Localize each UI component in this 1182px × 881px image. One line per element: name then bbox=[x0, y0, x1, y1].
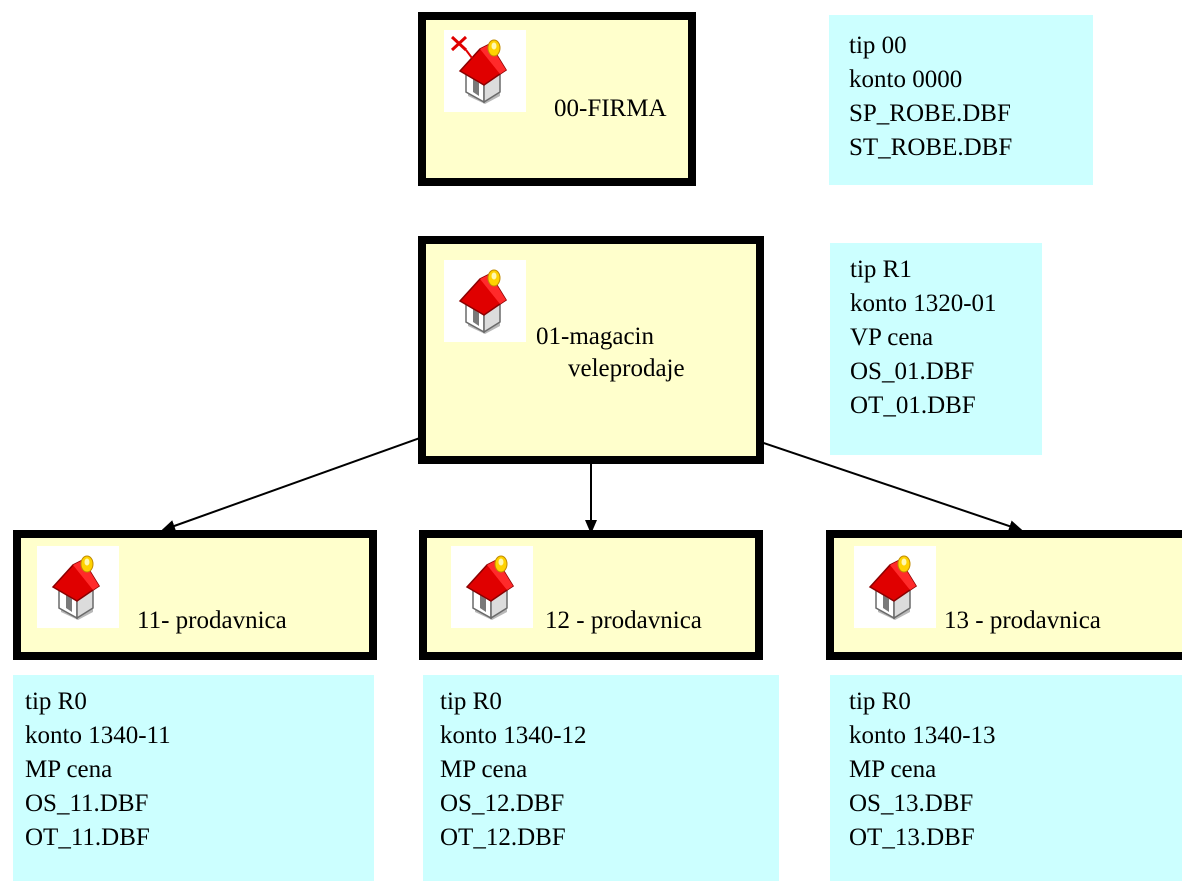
node-label: 12 - prodavnica bbox=[545, 607, 702, 634]
info-line: konto 0000 bbox=[849, 66, 963, 93]
info-line: OS_01.DBF bbox=[850, 358, 975, 385]
node-warehouse: 01-magacin veleprodaje bbox=[418, 236, 764, 464]
info-line: OT_12.DBF bbox=[440, 824, 566, 851]
info-line: MP cena bbox=[25, 756, 113, 783]
info-line: VP cena bbox=[850, 324, 934, 351]
info-line: tip R1 bbox=[850, 256, 912, 283]
info-store-11: tip R0 konto 1340-11 MP cena OS_11.DBF O… bbox=[13, 675, 374, 881]
house-with-red-x-icon bbox=[444, 30, 526, 112]
info-line: OT_11.DBF bbox=[25, 824, 150, 851]
info-line: konto 1340-11 bbox=[25, 722, 171, 749]
node-store-13: 13 - prodavnica bbox=[826, 530, 1182, 660]
node-label-line1: 01-magacin bbox=[536, 323, 655, 350]
info-line: OS_13.DBF bbox=[849, 790, 974, 817]
info-warehouse: tip R1 konto 1320-01 VP cena OS_01.DBF O… bbox=[830, 243, 1042, 455]
info-line: OT_01.DBF bbox=[850, 392, 976, 419]
info-line: konto 1320-01 bbox=[850, 290, 997, 317]
node-label: 13 - prodavnica bbox=[944, 607, 1101, 634]
info-line: OT_13.DBF bbox=[849, 824, 975, 851]
house-icon bbox=[854, 546, 936, 628]
info-line: OS_11.DBF bbox=[25, 790, 149, 817]
info-line: MP cena bbox=[440, 756, 528, 783]
node-store-11: 11- prodavnica bbox=[13, 530, 377, 660]
info-firma: tip 00 konto 0000 SP_ROBE.DBF ST_ROBE.DB… bbox=[829, 15, 1093, 185]
info-store-13: tip R0 konto 1340-13 MP cena OS_13.DBF O… bbox=[830, 675, 1182, 881]
node-label: 11- prodavnica bbox=[137, 607, 287, 634]
house-icon bbox=[444, 260, 526, 342]
info-line: ST_ROBE.DBF bbox=[849, 134, 1013, 161]
info-store-12: tip R0 konto 1340-12 MP cena OS_12.DBF O… bbox=[423, 675, 779, 881]
info-line: OS_12.DBF bbox=[440, 790, 565, 817]
node-label-line2: veleprodaje bbox=[568, 355, 685, 382]
house-icon bbox=[451, 546, 533, 628]
node-label: 00-FIRMA bbox=[554, 95, 667, 122]
info-line: MP cena bbox=[849, 756, 937, 783]
house-icon bbox=[37, 546, 119, 628]
node-store-12: 12 - prodavnica bbox=[419, 530, 763, 660]
info-line: konto 1340-13 bbox=[849, 722, 996, 749]
info-line: tip 00 bbox=[849, 32, 907, 59]
info-line: tip R0 bbox=[25, 688, 87, 715]
node-firma: 00-FIRMA bbox=[418, 12, 696, 186]
info-line: SP_ROBE.DBF bbox=[849, 100, 1011, 127]
info-line: tip R0 bbox=[440, 688, 502, 715]
info-line: konto 1340-12 bbox=[440, 722, 587, 749]
info-line: tip R0 bbox=[849, 688, 911, 715]
